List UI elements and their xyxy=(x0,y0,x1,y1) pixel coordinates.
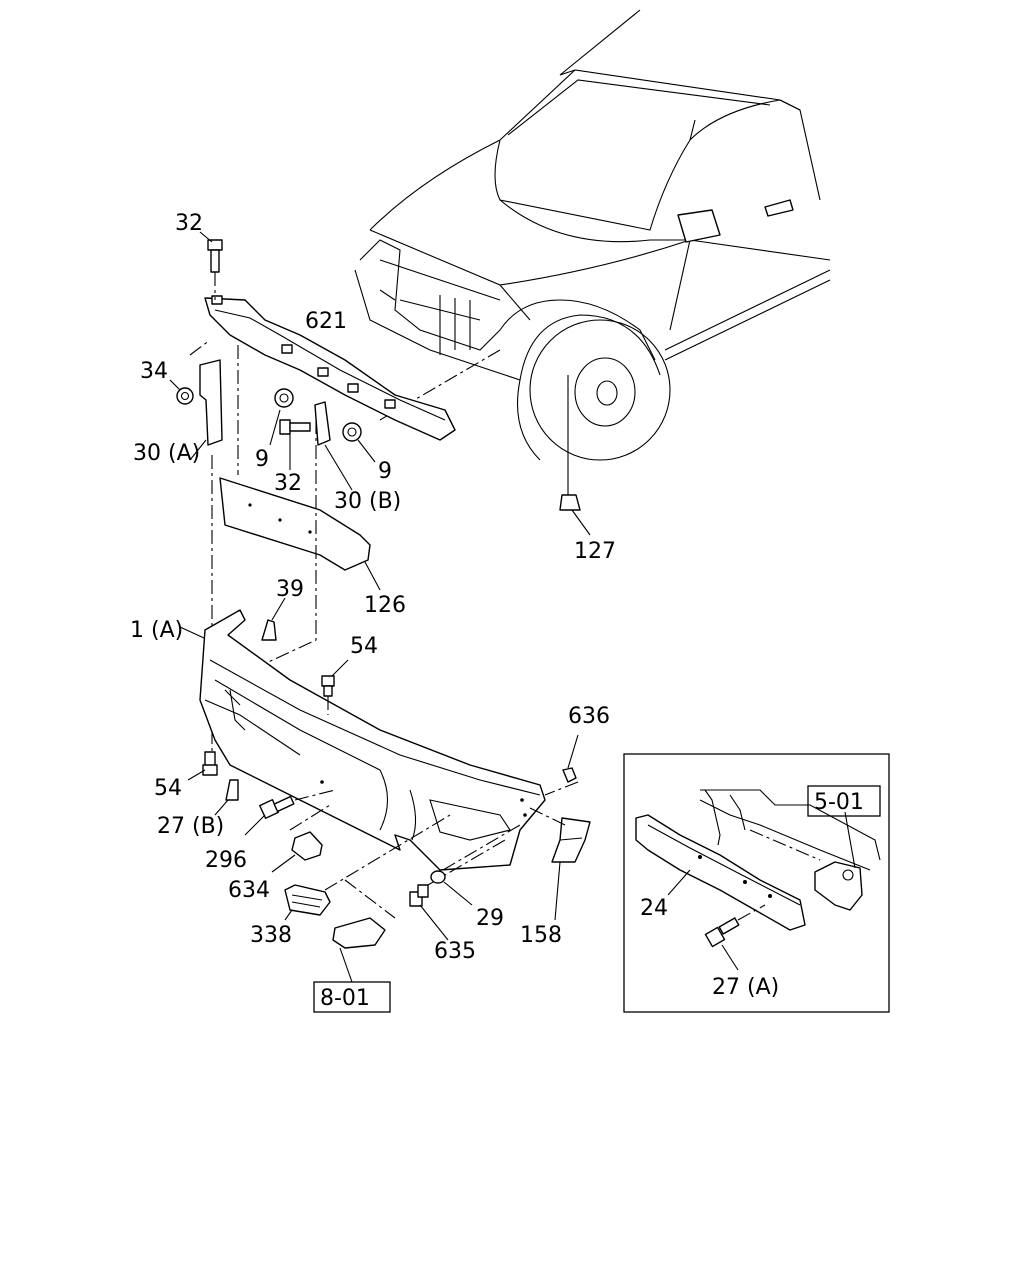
inset-frame xyxy=(623,753,890,1013)
part-27b-screw xyxy=(214,779,239,816)
part-9-nut-left xyxy=(269,388,294,446)
part-634-clip xyxy=(271,804,331,873)
part-621-support-bracket xyxy=(204,295,456,441)
label-636: 636 xyxy=(568,704,610,729)
part-127-clip xyxy=(559,494,591,536)
part-635-bolt xyxy=(409,839,506,941)
label-296: 296 xyxy=(205,848,247,873)
part-296-bolt xyxy=(244,789,336,836)
label-1a: 1 (A) xyxy=(130,618,183,643)
label-34: 34 xyxy=(140,359,168,384)
label-32-top: 32 xyxy=(175,211,203,236)
label-32-mid: 32 xyxy=(274,471,302,496)
label-126: 126 xyxy=(364,593,406,618)
part-30b-bracket xyxy=(314,401,353,491)
label-24: 24 xyxy=(640,896,668,921)
label-338: 338 xyxy=(250,923,292,948)
label-54-top: 54 xyxy=(350,634,378,659)
ref-box-8-01 xyxy=(313,981,391,1013)
label-5-01: 5-01 xyxy=(814,790,864,815)
label-30b: 30 (B) xyxy=(334,489,401,514)
label-54-bottom: 54 xyxy=(154,776,182,801)
label-29: 29 xyxy=(476,906,504,931)
inset-drawing xyxy=(635,789,881,971)
part-fog-lamp xyxy=(332,879,396,983)
part-54-clip-bottom xyxy=(187,751,218,781)
ref-box-5-01 xyxy=(807,785,881,817)
label-9-left: 9 xyxy=(255,447,269,472)
part-126-deflector xyxy=(219,477,381,591)
label-621: 621 xyxy=(305,309,347,334)
label-27b: 27 (B) xyxy=(157,814,224,839)
label-634: 634 xyxy=(228,878,270,903)
label-39: 39 xyxy=(276,577,304,602)
vehicle-outline xyxy=(354,9,831,495)
label-27a: 27 (A) xyxy=(712,975,779,1000)
part-30a-bracket xyxy=(189,339,223,461)
part-32-bolt-mid xyxy=(279,419,311,470)
part-54-clip-top xyxy=(321,659,349,715)
label-127: 127 xyxy=(574,539,616,564)
part-1a-bumper xyxy=(179,609,546,871)
label-635: 635 xyxy=(434,939,476,964)
label-158: 158 xyxy=(520,923,562,948)
part-158-bracket xyxy=(529,807,591,921)
part-34-nut xyxy=(169,379,194,405)
part-636-nut xyxy=(544,734,579,796)
part-29-washer xyxy=(430,824,521,906)
label-30a: 30 (A) xyxy=(133,441,200,466)
label-9-right: 9 xyxy=(378,459,392,484)
part-32-bolt-top xyxy=(199,231,223,300)
part-338-grille xyxy=(284,814,451,921)
part-39-clip xyxy=(261,597,286,641)
part-9-nut-right xyxy=(342,422,376,463)
label-8-01: 8-01 xyxy=(320,986,370,1011)
